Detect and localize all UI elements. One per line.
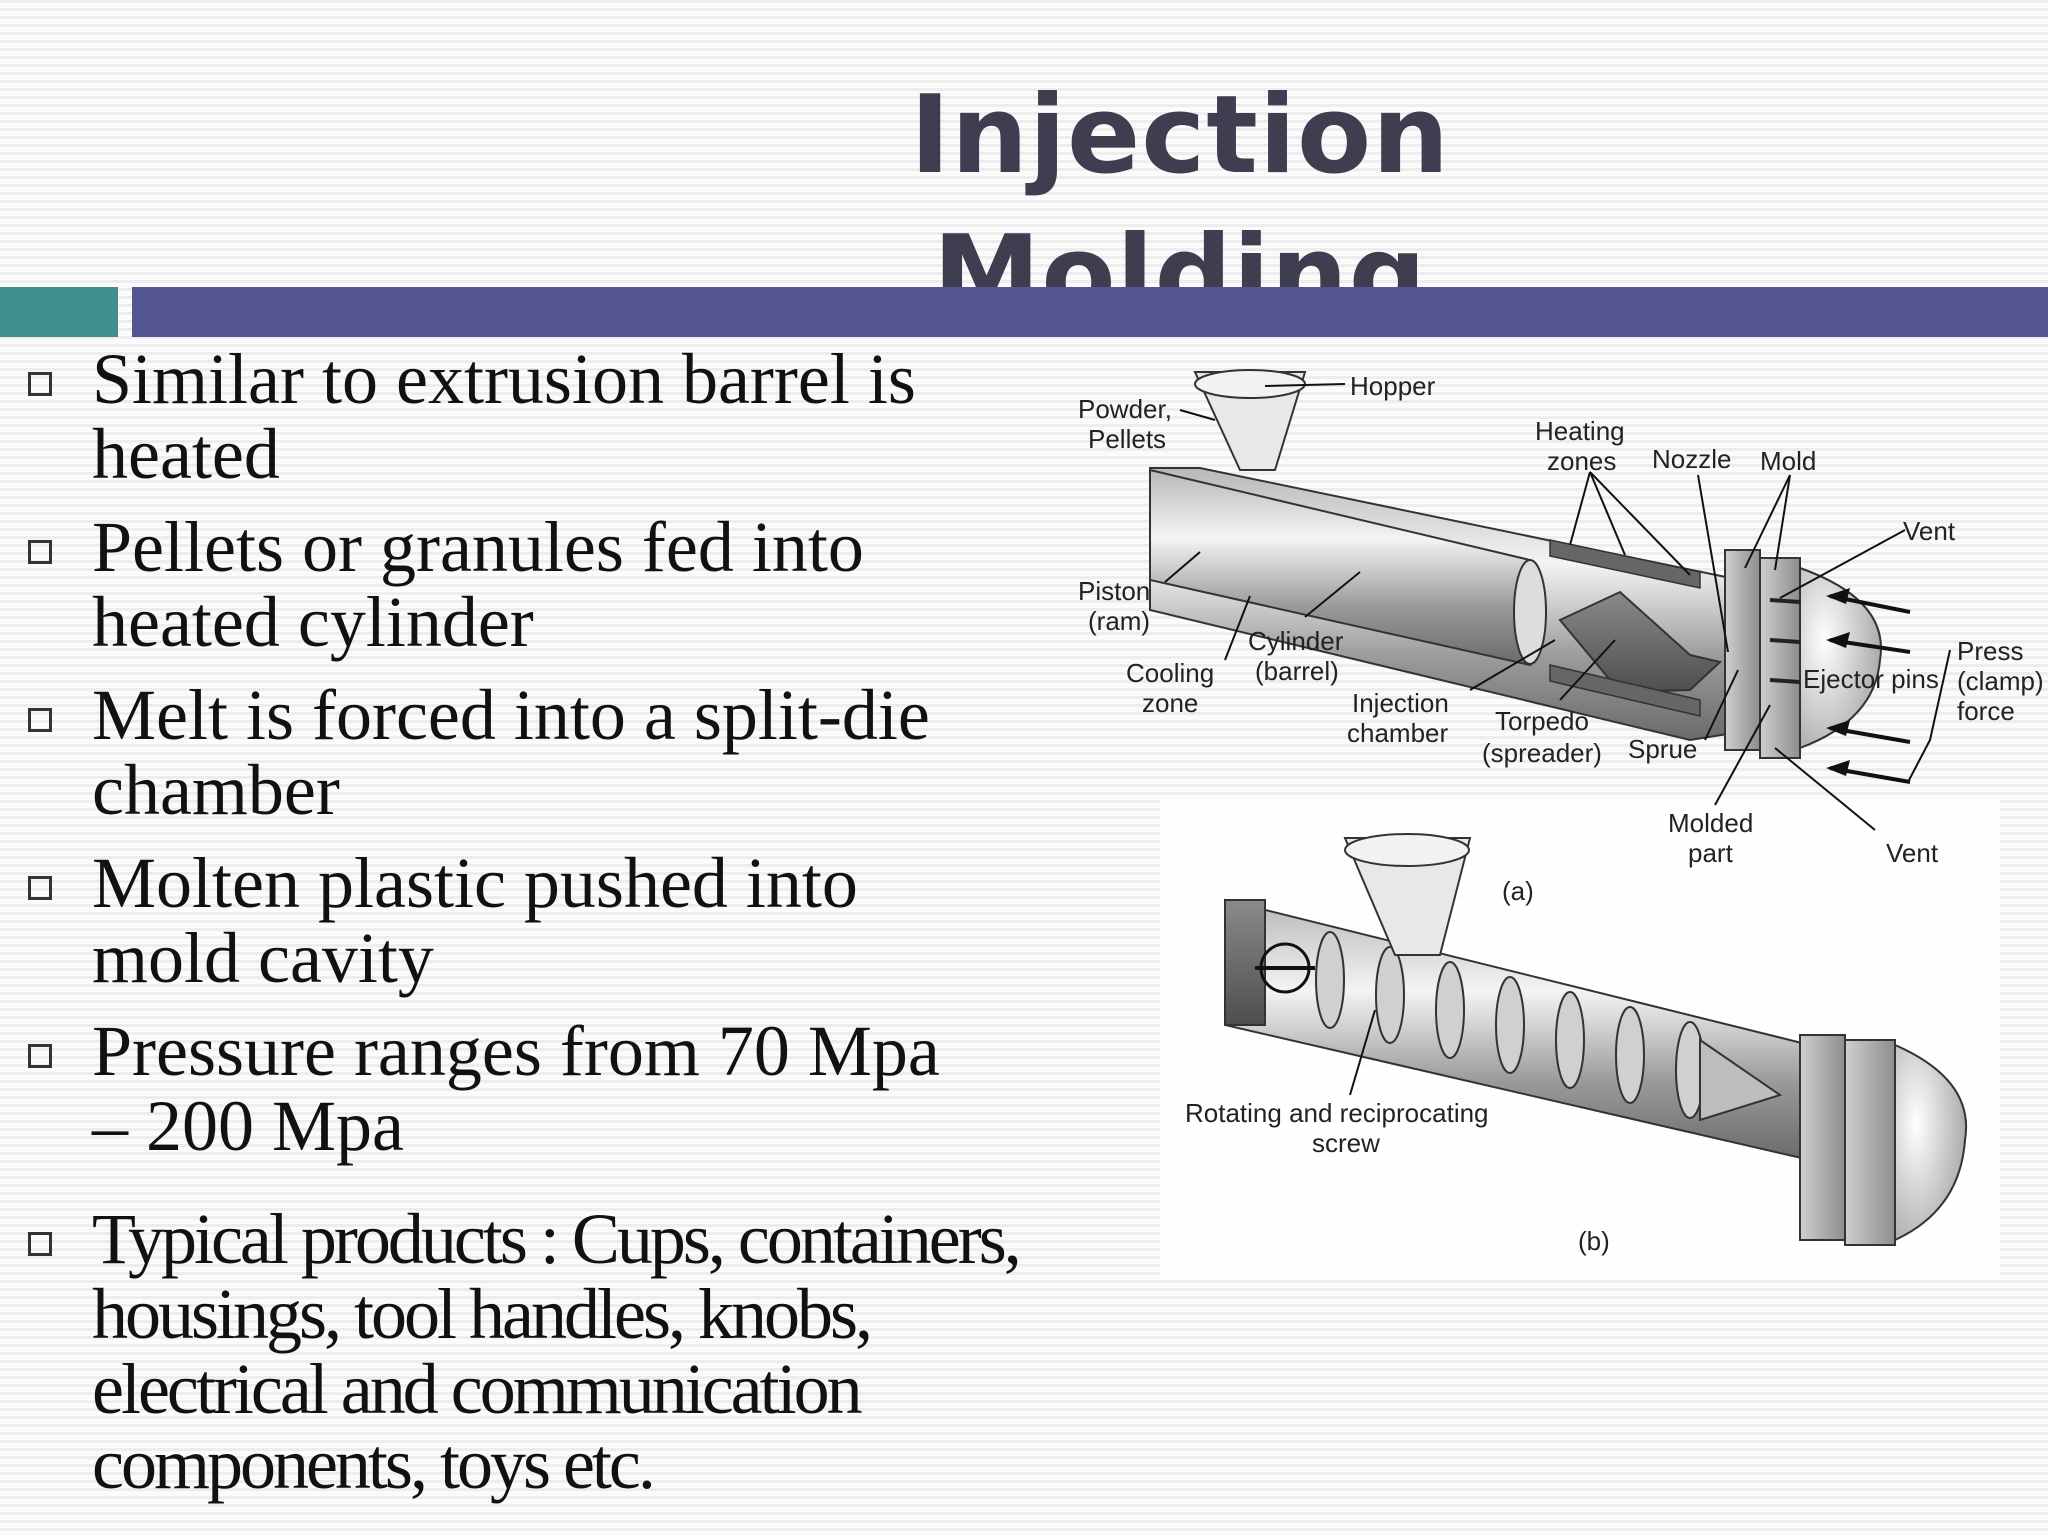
label-injection-2: chamber xyxy=(1347,718,1448,748)
label-molded-1: Molded xyxy=(1668,808,1753,838)
heating-band xyxy=(1549,539,1701,589)
bullet-item: Typical products : Cups, containers, hou… xyxy=(20,1202,1160,1502)
label-piston-1: Piston xyxy=(1078,576,1150,606)
label-hopper: Hopper xyxy=(1350,371,1436,401)
mold-block-left xyxy=(1724,549,1761,751)
label-heating-1: Heating xyxy=(1535,416,1625,446)
bullet-item: Pellets or granules fed into heated cyli… xyxy=(20,510,1160,660)
square-bullet-icon xyxy=(28,1044,52,1068)
label-torpedo-2: (spreader) xyxy=(1482,738,1602,768)
label-ejector: Ejector pins xyxy=(1803,664,1939,694)
label-vent-bottom: Vent xyxy=(1886,838,1939,868)
label-piston-2: (ram) xyxy=(1088,606,1150,636)
hopper-b-rim xyxy=(1344,833,1470,867)
label-molded-2: part xyxy=(1688,838,1734,868)
label-press-1: Press xyxy=(1957,636,2023,666)
square-bullet-icon xyxy=(28,708,52,732)
accent-bar-teal xyxy=(0,287,118,337)
label-rotating-1: Rotating and reciprocating xyxy=(1185,1098,1489,1128)
mold-block-right xyxy=(1759,557,1801,759)
label-sprue: Sprue xyxy=(1628,734,1697,764)
leader-lines xyxy=(1164,383,1951,831)
label-rotating-2: screw xyxy=(1312,1128,1380,1158)
screw-tip xyxy=(1699,1038,1783,1122)
ejector-pin xyxy=(1769,598,1801,604)
diagram-b: Rotating and reciprocating screw (b) xyxy=(1185,833,1968,1256)
square-bullet-icon xyxy=(28,540,52,564)
leader-line xyxy=(1349,1009,1376,1096)
platen-b-dome xyxy=(1894,1043,1968,1242)
label-cooling-2: zone xyxy=(1142,688,1198,718)
label-press-3: force xyxy=(1957,696,2015,726)
caption-a: (a) xyxy=(1502,876,1534,906)
bullet-item: Pressure ranges from 70 Mpa – 200 Mpa xyxy=(20,1014,1160,1164)
press-arrowhead xyxy=(1826,760,1850,776)
square-bullet-icon xyxy=(28,876,52,900)
label-powder-2: Pellets xyxy=(1088,424,1166,454)
heating-band-lower xyxy=(1549,664,1701,717)
label-press-2: (clamp) xyxy=(1957,666,2044,696)
label-vent-top: Vent xyxy=(1903,516,1956,546)
label-nozzle: Nozzle xyxy=(1652,444,1731,474)
label-cylinder-1: Cylinder xyxy=(1248,626,1344,656)
bullet-list: Similar to extrusion barrel is heated Pe… xyxy=(20,342,1160,1502)
square-bullet-icon xyxy=(28,1232,52,1256)
accent-bar-blue xyxy=(132,287,2048,337)
label-heating-2: zones xyxy=(1547,446,1616,476)
injection-molding-diagram: Hopper Powder, Pellets Heating zones Noz… xyxy=(1078,369,2044,1256)
press-arrowhead xyxy=(1826,588,1850,604)
caption-b: (b) xyxy=(1578,1226,1610,1256)
mold-b-left xyxy=(1799,1034,1846,1241)
label-cylinder-2: (barrel) xyxy=(1255,656,1339,686)
ejector-pin xyxy=(1769,678,1801,684)
diagram-a: Hopper Powder, Pellets Heating zones Noz… xyxy=(1078,369,2044,906)
bullet-item: Molten plastic pushed into mold cavity xyxy=(20,846,1160,996)
label-cooling-1: Cooling xyxy=(1126,658,1214,688)
barrel-end-cap xyxy=(1224,899,1266,1026)
bullet-item: Similar to extrusion barrel is heated xyxy=(20,342,1160,492)
press-arrowhead xyxy=(1826,632,1850,648)
label-torpedo-1: Torpedo xyxy=(1495,706,1589,736)
label-powder-1: Powder, xyxy=(1078,394,1172,424)
square-bullet-icon xyxy=(28,372,52,396)
mold-b-right xyxy=(1844,1039,1896,1246)
press-arrowhead xyxy=(1826,720,1850,736)
hopper-rim xyxy=(1194,369,1306,399)
piston-face xyxy=(1513,559,1547,665)
label-mold: Mold xyxy=(1760,446,1816,476)
ejector-pin xyxy=(1769,638,1801,644)
slide-title: Injection Molding xyxy=(909,73,1451,338)
bullet-item: Melt is forced into a split-die chamber xyxy=(20,678,1160,828)
label-injection-1: Injection xyxy=(1352,688,1449,718)
